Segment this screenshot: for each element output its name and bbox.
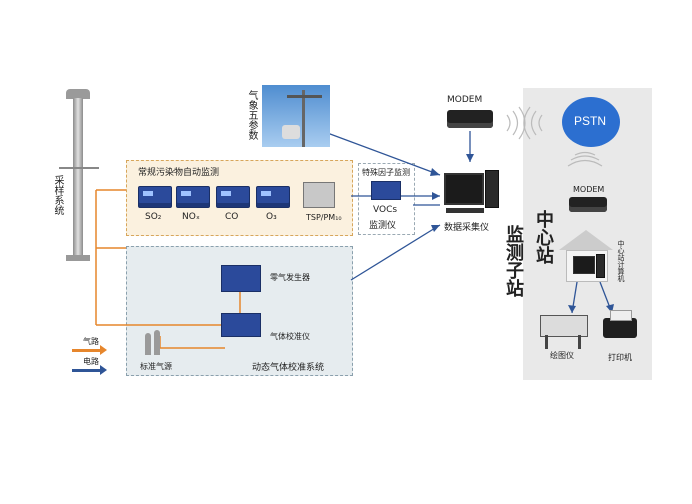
wireless-waves (506, 106, 603, 167)
keyboard (446, 208, 484, 213)
data-collector-label: 数据采集仪 (444, 223, 490, 233)
mast-base (66, 255, 90, 261)
printer (603, 318, 637, 338)
modem-top (447, 110, 493, 128)
printer-label: 打印机 (608, 353, 632, 362)
calibration-system-title: 动态气体校准系统 (252, 363, 325, 373)
legend-gas-label: 气路 (83, 337, 99, 346)
mast-bracket (59, 167, 99, 169)
data-collector-tower (485, 170, 499, 208)
sampling-system-label: 采样系统 (52, 175, 63, 215)
sampling-mast (73, 98, 83, 258)
pollutant-title: 常规污染物自动监测 (138, 168, 220, 178)
legend-gas-line (72, 349, 102, 352)
so2-analyzer (138, 186, 172, 208)
substation-title: 监测子站 (503, 225, 524, 297)
plotter-leg-left (545, 335, 548, 349)
plotter (540, 315, 588, 337)
plotter-label: 绘图仪 (550, 351, 574, 360)
modem-right-label: MODEM (573, 185, 605, 194)
legend-circuit-label: 电路 (83, 357, 99, 366)
legend-circuit-line (72, 369, 102, 372)
zero-gas-label: 零气发生器 (270, 273, 310, 282)
vocs-analyzer (371, 181, 401, 200)
gas-cylinder-2 (154, 330, 160, 355)
o3-label: O₃ (266, 212, 277, 222)
zero-gas-generator (221, 265, 261, 292)
central-station-title: 中心站 (533, 210, 554, 264)
computer-house-roof (559, 230, 613, 250)
legend-circuit-arrow (100, 365, 107, 375)
mast-cap (66, 89, 90, 99)
gas-calibrator-device (221, 313, 261, 337)
plotter-leg-right (578, 335, 581, 349)
nox-analyzer (176, 186, 210, 208)
central-computer-label: 中心站计算机 (617, 240, 625, 282)
weather-label: 气象五参数 (246, 90, 257, 140)
co-label: CO (225, 212, 239, 222)
tsp-analyzer (303, 182, 335, 208)
o3-analyzer (256, 186, 290, 208)
gas-path-lines (95, 189, 241, 349)
modem-right (569, 197, 607, 212)
printer-paper (610, 310, 632, 321)
so2-label: SO₂ (145, 212, 162, 222)
pstn-cloud (562, 97, 620, 147)
vocs-monitor-label: 监测仪 (369, 221, 397, 231)
data-collector-monitor (444, 173, 484, 205)
gas-calibrator-label: 气体校准仪 (270, 332, 310, 341)
nox-label: NOₓ (182, 212, 200, 222)
weather-station-image (262, 85, 330, 147)
vocs-label: VOCs (373, 205, 398, 215)
tsp-label: TSP/PM₁₀ (306, 213, 342, 222)
legend-gas-arrow (100, 345, 107, 355)
standard-gas-label: 标准气源 (140, 362, 172, 371)
gas-cylinder-1 (145, 333, 151, 355)
modem-top-label: MODEM (447, 95, 483, 105)
special-factor-title: 特殊因子监测 (362, 168, 410, 177)
computer-house (566, 250, 608, 282)
pstn-label: PSTN (574, 114, 607, 128)
co-analyzer (216, 186, 250, 208)
